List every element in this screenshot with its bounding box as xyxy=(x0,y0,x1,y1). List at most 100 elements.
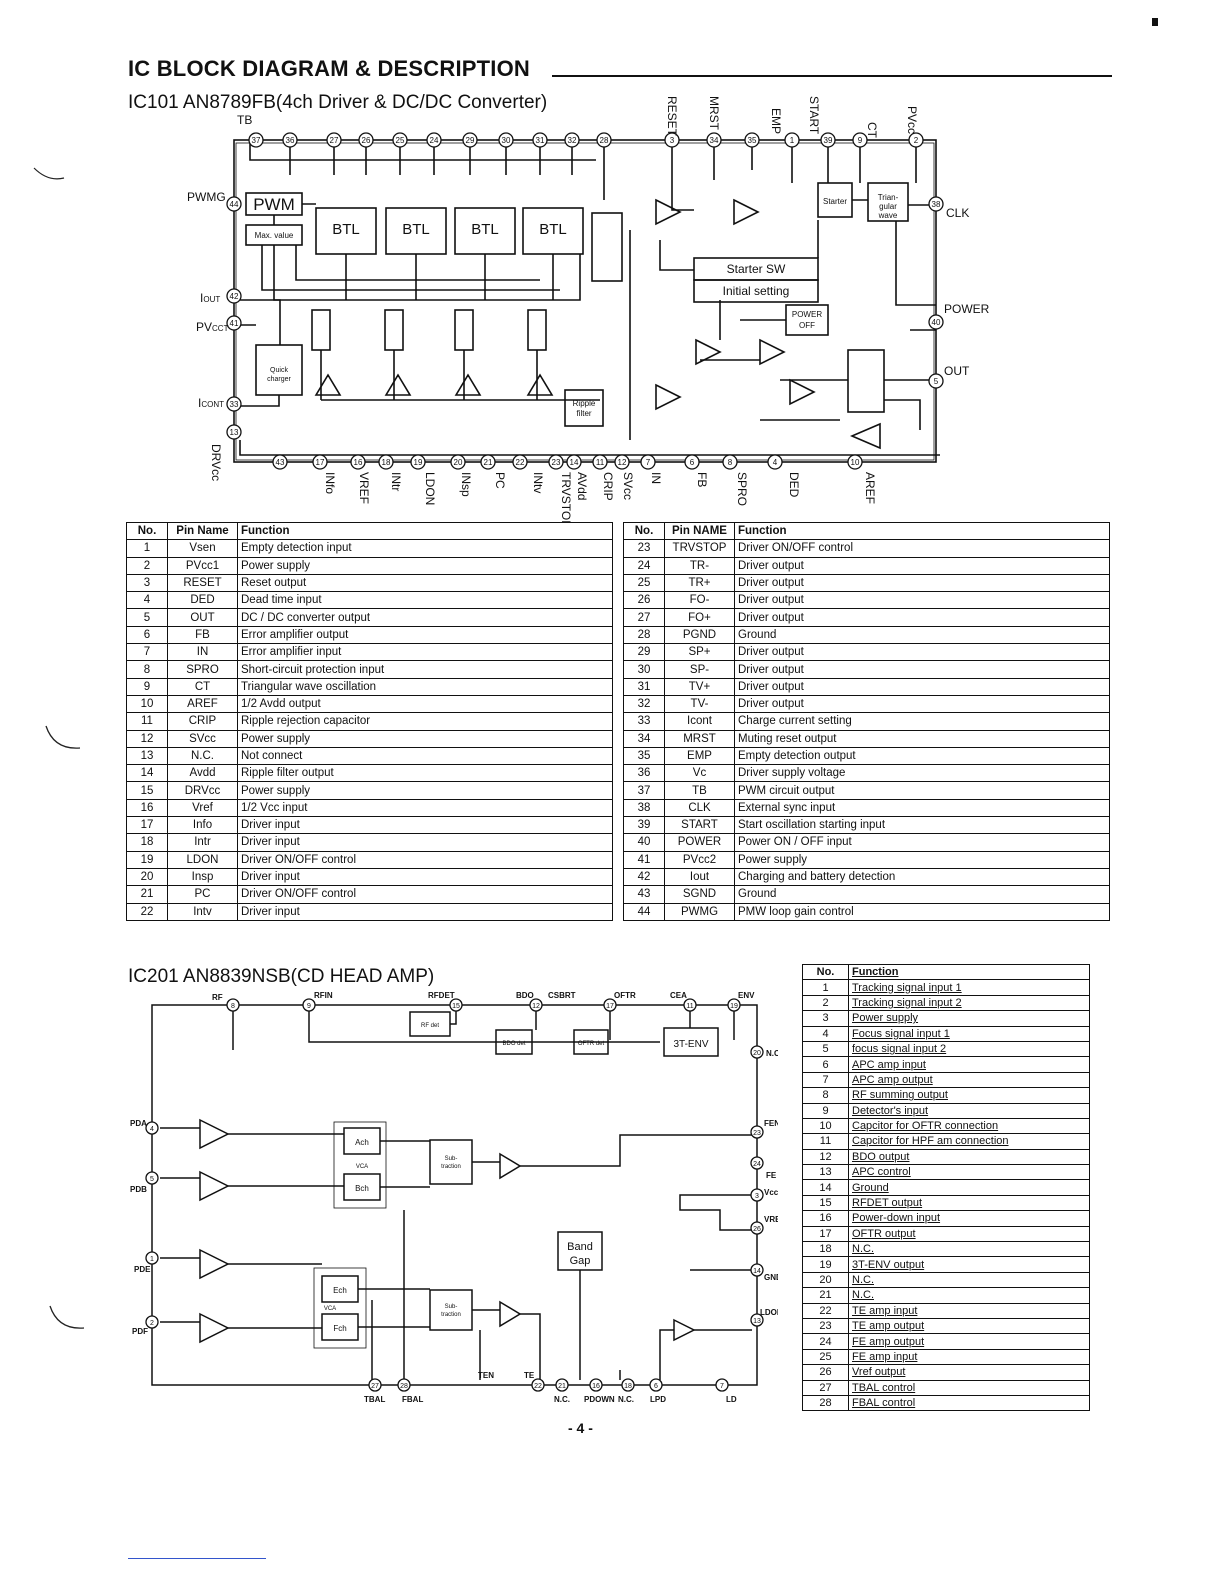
pin-circle xyxy=(847,454,863,470)
pin-number-label: 11 xyxy=(686,1003,693,1010)
pin-number: 26 xyxy=(802,1364,849,1381)
svg-text:PWM: PWM xyxy=(253,195,295,214)
pin-number-label: 43 xyxy=(276,458,285,467)
pin-circle xyxy=(226,315,242,331)
pin-function: Power supply xyxy=(848,1010,1090,1027)
subtraction-block-1 xyxy=(429,1139,473,1185)
bottom-pin-label: SPRO xyxy=(735,472,749,506)
bottom-pin-label: LDON xyxy=(423,472,437,505)
pin-name: TRVSTOP xyxy=(664,539,735,558)
col-header-function: Function xyxy=(848,963,1090,981)
pin-circle xyxy=(226,396,242,412)
pin-function: Charging and battery detection xyxy=(734,867,1110,887)
bottom-pin-label: LD xyxy=(726,1395,737,1404)
pin-number: 23 xyxy=(623,539,665,558)
pin-number: 32 xyxy=(623,694,665,714)
pin-name: TV+ xyxy=(664,677,735,696)
top-pin-label: START xyxy=(807,96,821,135)
pin-number-label: 27 xyxy=(330,136,339,145)
pin-number-label: 40 xyxy=(932,318,941,327)
left-pin-label: PDA xyxy=(130,1119,147,1128)
pin-circle xyxy=(596,132,612,148)
pin-name: CRIP xyxy=(167,712,238,731)
pin-number: 37 xyxy=(623,781,665,800)
pin-circle xyxy=(498,132,514,148)
pin-number-label: 24 xyxy=(753,1161,761,1168)
col-header-no: No. xyxy=(802,963,849,981)
top-pin-label: CSBRT xyxy=(548,991,576,1000)
bottom-pin-label: IN xyxy=(649,472,663,484)
pin-name: TB xyxy=(664,781,735,800)
pin-number: 25 xyxy=(802,1348,849,1366)
label-icont: ICONT xyxy=(198,396,224,410)
margin-mark-2 xyxy=(45,725,81,749)
pin-number: 13 xyxy=(802,1164,849,1181)
top-pin-label: CEA xyxy=(670,991,687,1000)
pin-name: PWMG xyxy=(664,902,735,921)
pin-number-label: 1 xyxy=(790,136,795,145)
footer-link-rule xyxy=(128,1558,266,1559)
ic201-subtitle: IC201 AN8839NSB(CD HEAD AMP) xyxy=(128,966,435,987)
top-pin-label: MRST xyxy=(707,96,721,131)
pin-name: MRST xyxy=(664,729,735,748)
pin-function: RF summing output xyxy=(848,1087,1090,1104)
pin-number-label: 7 xyxy=(720,1383,724,1390)
pin-number: 2 xyxy=(126,556,168,575)
pin-name: Intv xyxy=(167,902,238,921)
bottom-pin-label: AVdd xyxy=(575,472,589,500)
pin-function: Charge current setting xyxy=(734,712,1110,731)
pin-number: 40 xyxy=(623,833,665,852)
pin-function: Ground xyxy=(848,1179,1090,1196)
pin-number-label: 1 xyxy=(150,1256,154,1263)
pin-number: 8 xyxy=(126,660,168,679)
svg-text:VCA: VCA xyxy=(324,1306,336,1312)
pin-name: PGND xyxy=(664,625,735,645)
pin-function: Ground xyxy=(734,885,1110,904)
pin-name: AREF xyxy=(167,694,238,714)
pin-number: 30 xyxy=(623,660,665,679)
pin-circle xyxy=(744,132,760,148)
pin-function: DC / DC converter output xyxy=(237,608,613,627)
svg-text:Starter: Starter xyxy=(823,197,847,206)
pin-number: 35 xyxy=(623,746,665,766)
svg-text:charger: charger xyxy=(267,376,291,383)
pin-number: 29 xyxy=(623,643,665,662)
col-header-pin-name: Pin NAME xyxy=(664,521,735,541)
pin-circle xyxy=(750,1125,764,1139)
pin-function: Muting reset output xyxy=(734,729,1110,748)
bottom-pin-label: TE xyxy=(524,1371,535,1380)
top-pin-label: RF xyxy=(212,993,223,1002)
bottom-pin-label: INtv xyxy=(531,472,545,493)
pin-function: OFTR output xyxy=(848,1225,1090,1243)
pin-number: 22 xyxy=(126,902,168,921)
bottom-pin-label: N.C. xyxy=(554,1395,570,1404)
pin-function: APC amp input xyxy=(848,1056,1090,1073)
svg-text:traction: traction xyxy=(441,1312,461,1318)
pin-function: Driver input xyxy=(237,833,613,852)
pin-circle xyxy=(908,132,924,148)
pin-function: Driver output xyxy=(734,556,1110,575)
pin-number-label: 41 xyxy=(230,319,239,328)
pin-function: Driver ON/OFF control xyxy=(734,539,1110,558)
pin-circle xyxy=(312,454,328,470)
pin-function: Ripple filter output xyxy=(237,764,613,783)
pin-number-label: 17 xyxy=(316,458,325,467)
pin-function: BDO output xyxy=(848,1148,1090,1166)
pin-function: Reset output xyxy=(237,573,613,593)
